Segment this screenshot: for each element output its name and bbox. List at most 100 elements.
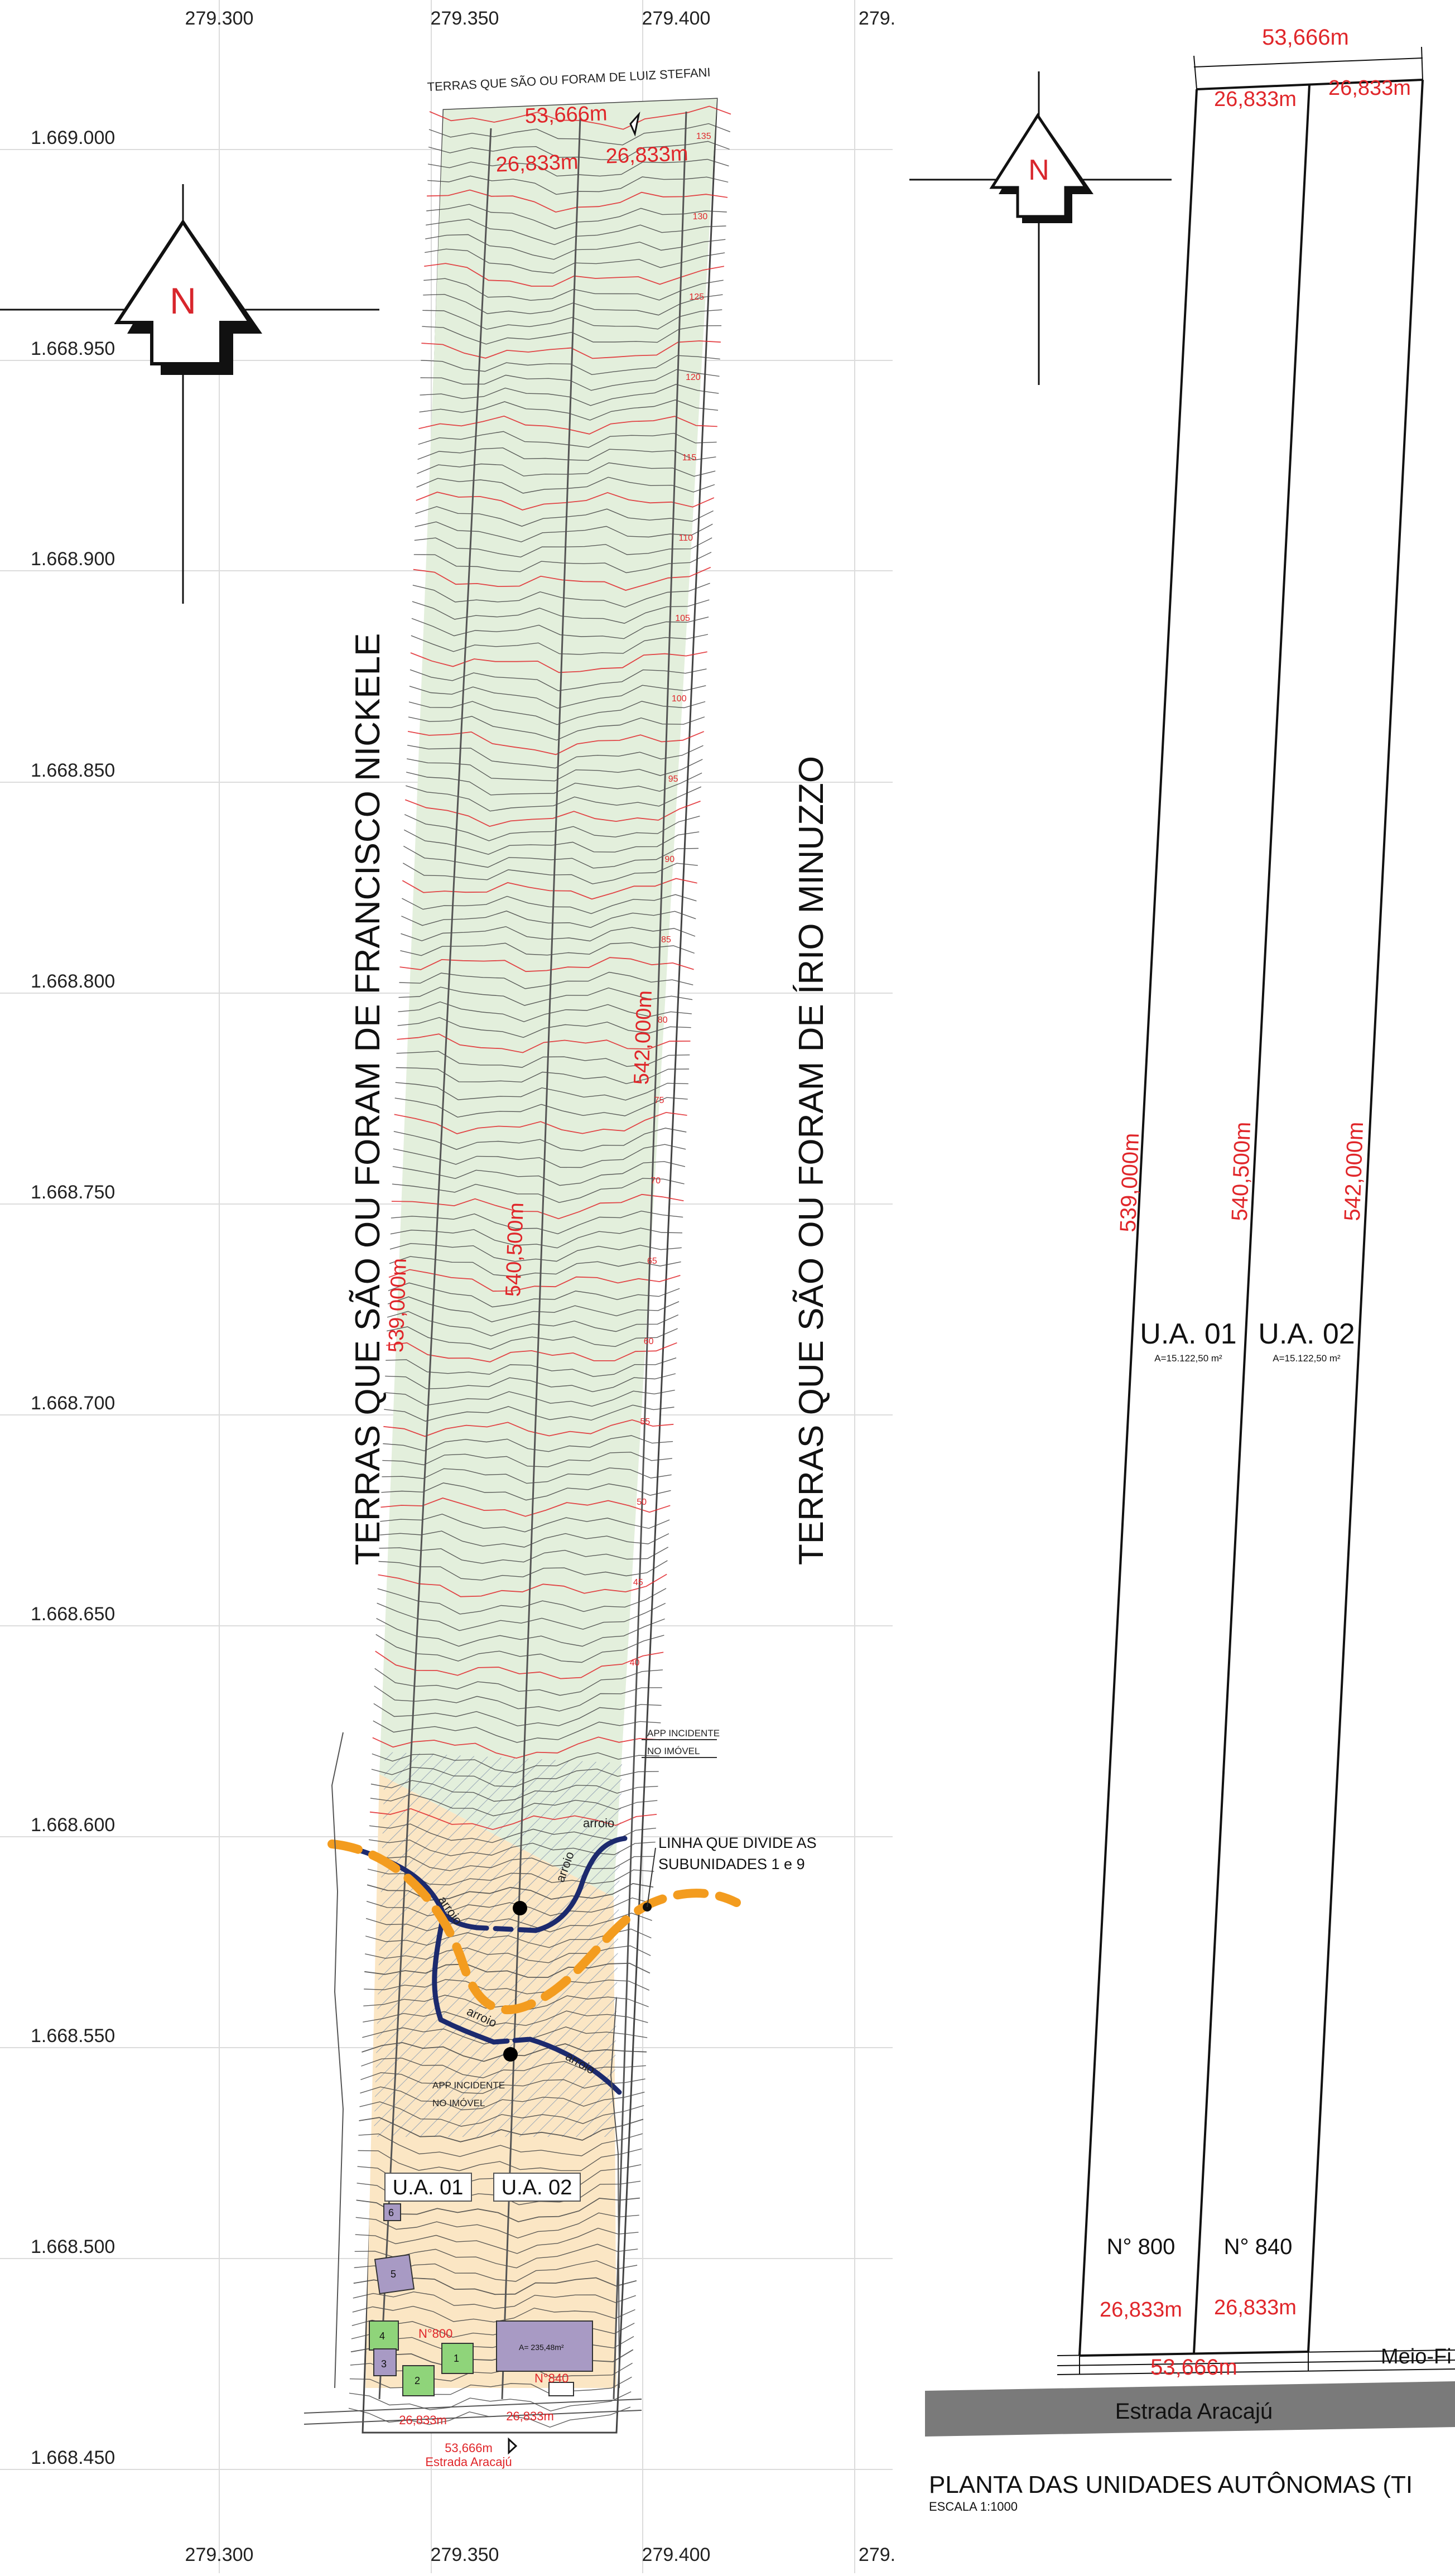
contour-line [408, 716, 705, 741]
road-label: Estrada Aracajú [1115, 2399, 1273, 2424]
app-note-top-2: NO IMÓVEL [647, 1746, 700, 1756]
contour-line [394, 1111, 687, 1134]
app-note-top-1: APP INCIDENTE [647, 1728, 720, 1739]
contour-line [400, 942, 695, 956]
stream-node [513, 1901, 527, 1915]
leader-line [647, 1847, 656, 1908]
contour-line [367, 1882, 654, 1901]
contour-line [394, 1097, 688, 1118]
contour-line [414, 537, 712, 558]
top-half-right: 26,833m [1328, 76, 1411, 100]
contour-line [413, 552, 712, 574]
contour-elevation-label: 60 [644, 1337, 654, 1346]
contour-line [419, 399, 719, 421]
contour-line [363, 2010, 648, 2027]
contour-line [406, 772, 702, 796]
contour-elevation-label: 45 [633, 1578, 643, 1587]
marker-icon [508, 2437, 518, 2455]
ua01-box [384, 2173, 472, 2202]
ua01-label: U.A. 01 [393, 2176, 464, 2199]
contour-line [377, 1588, 667, 1615]
road-strip [925, 2381, 1455, 2437]
contour-line [383, 1435, 673, 1452]
contour-line [387, 1296, 680, 1322]
contour-line [378, 1573, 667, 1597]
stream-label: arroio [583, 1816, 614, 1830]
contour-line [366, 1897, 653, 1917]
bottom-total: 53,666m [445, 2441, 493, 2455]
contour-line [404, 799, 701, 827]
contour-line [359, 2117, 644, 2142]
contour-line [386, 1326, 678, 1350]
right-neighbor-label: TERRAS QUE SÃO OU FORAM DE ÍRIO MINUZZO [792, 756, 831, 1565]
marker-icon [629, 111, 640, 137]
contour-line [417, 462, 716, 477]
grid-x-label: 279.400 [642, 8, 711, 29]
contour-line [368, 1839, 656, 1856]
top-half-right: 26,833m [605, 142, 688, 168]
contour-line [385, 1373, 676, 1393]
contour-line [401, 911, 696, 928]
contour-line [393, 1128, 687, 1152]
app-note-bottom-1: APP INCIDENTE [432, 2080, 505, 2091]
top-half-left: 26,833m [1214, 88, 1297, 111]
contour-line [403, 845, 699, 869]
top-neighbor-label: TERRAS QUE SÃO OU FORAM DE LUIZ STEFANI [427, 65, 711, 94]
contour-line [389, 1256, 681, 1277]
contour-line [353, 2291, 636, 2309]
bottom-half-right: 26,833m [1214, 2296, 1297, 2319]
contour-line [382, 1451, 672, 1467]
building-numbers: 6 5 4 3 2 1 [379, 2207, 459, 2386]
contour-line [392, 1178, 685, 1203]
subunit-division-line [327, 1840, 741, 2015]
road-label: Estrada Aracajú [425, 2455, 512, 2469]
contour-elevation-label: 65 [647, 1256, 657, 1266]
contour-line [384, 1389, 675, 1407]
lower-boundary-lines [303, 1732, 642, 2425]
contour-line [409, 685, 706, 709]
grid-y-label: 1.669.000 [31, 127, 115, 148]
contour-line [416, 492, 715, 511]
contour-elevation-label: 120 [686, 373, 701, 382]
north-arrow-icon: N [909, 71, 1172, 385]
contour-line [412, 599, 710, 624]
contour-line [386, 1357, 677, 1377]
grid-x-label: 279.400 [642, 2544, 711, 2565]
contour-line [358, 2133, 643, 2157]
contour-line [381, 1482, 671, 1501]
contour-line [365, 1913, 652, 1933]
contour-line [423, 293, 723, 316]
contour-line [390, 1227, 683, 1249]
contour-line [402, 863, 698, 884]
grid-y-label: 1.668.650 [31, 1604, 115, 1625]
contour-elevation-label: 130 [693, 212, 708, 222]
grid-y-label: 1.668.800 [31, 971, 115, 992]
length-right: 542,000m [630, 990, 657, 1085]
right-units-plan: N 53,666m 26,833m 26,833m 539,000m 540,5… [909, 25, 1455, 2514]
buildings [369, 2203, 593, 2396]
contour-line [369, 1808, 657, 1831]
contour-elevation-label: 95 [668, 774, 678, 784]
curb-label: Meio-Fi [1381, 2345, 1452, 2368]
contour-line [370, 1794, 658, 1817]
contour-line [380, 1498, 671, 1517]
contour-line [373, 1720, 661, 1743]
ua02-label: U.A. 02 [1258, 1318, 1355, 1350]
building-area: A= 235,48m² [519, 2343, 564, 2352]
contour-line [412, 582, 710, 608]
contour-line [388, 1282, 680, 1308]
contour-elevation-label: 80 [658, 1015, 668, 1025]
contour-line [410, 651, 707, 673]
contour-line [374, 1668, 663, 1696]
contour-line [350, 2362, 633, 2382]
contour-elevation-labels: 1351301251201151101051009590858075706560… [630, 132, 711, 1668]
top-total-width: 53,666m [524, 102, 608, 128]
contour-line [406, 758, 703, 782]
drawing-scale: ESCALA 1:1000 [929, 2500, 1018, 2514]
contour-elevation-label: 105 [675, 614, 690, 623]
ua01-area: A=15.122,50 m² [1154, 1353, 1222, 1364]
contour-line [379, 1547, 669, 1564]
grid-y-label: 1.668.950 [31, 338, 115, 359]
contour-line [349, 2376, 632, 2395]
